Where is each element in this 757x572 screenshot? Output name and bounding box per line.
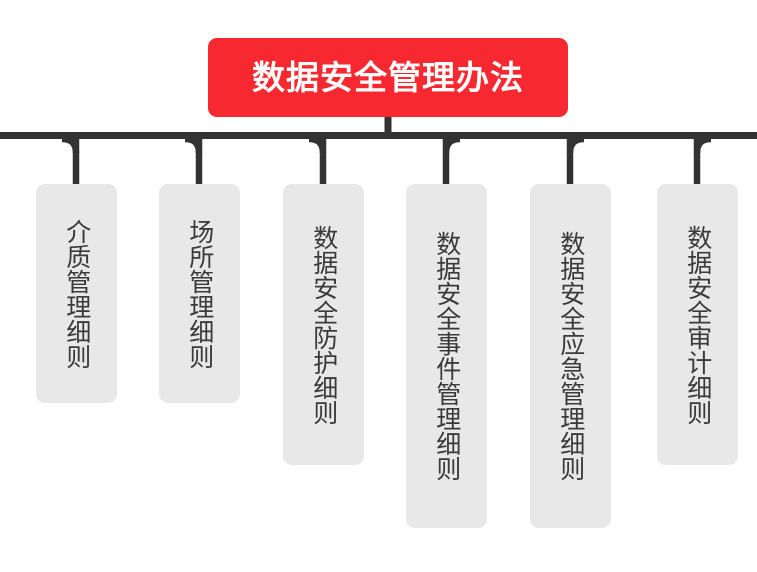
- child-node-6-label: 数据安全审计细则: [683, 224, 713, 425]
- child-node-5-label: 数据安全应急管理细则: [556, 231, 586, 481]
- elbow-4: [442, 135, 461, 154]
- root-node-label: 数据安全管理办法: [252, 58, 524, 97]
- elbow-6: [693, 135, 712, 154]
- elbow-1: [61, 135, 80, 154]
- child-node-1[interactable]: 介质管理细则: [36, 184, 117, 403]
- child-node-6[interactable]: 数据安全审计细则: [657, 184, 738, 465]
- elbow-2: [184, 135, 203, 154]
- child-node-3-label: 数据安全防护细则: [309, 224, 339, 425]
- elbow-3: [308, 135, 327, 154]
- elbow-5: [566, 135, 585, 154]
- child-node-5[interactable]: 数据安全应急管理细则: [530, 184, 611, 528]
- child-node-2[interactable]: 场所管理细则: [159, 184, 240, 403]
- child-node-1-label: 介质管理细则: [62, 218, 92, 369]
- child-node-3[interactable]: 数据安全防护细则: [283, 184, 364, 465]
- root-node[interactable]: 数据安全管理办法: [208, 38, 568, 117]
- child-node-4-label: 数据安全事件管理细则: [432, 231, 462, 481]
- child-node-4[interactable]: 数据安全事件管理细则: [406, 184, 487, 528]
- child-node-2-label: 场所管理细则: [185, 218, 215, 369]
